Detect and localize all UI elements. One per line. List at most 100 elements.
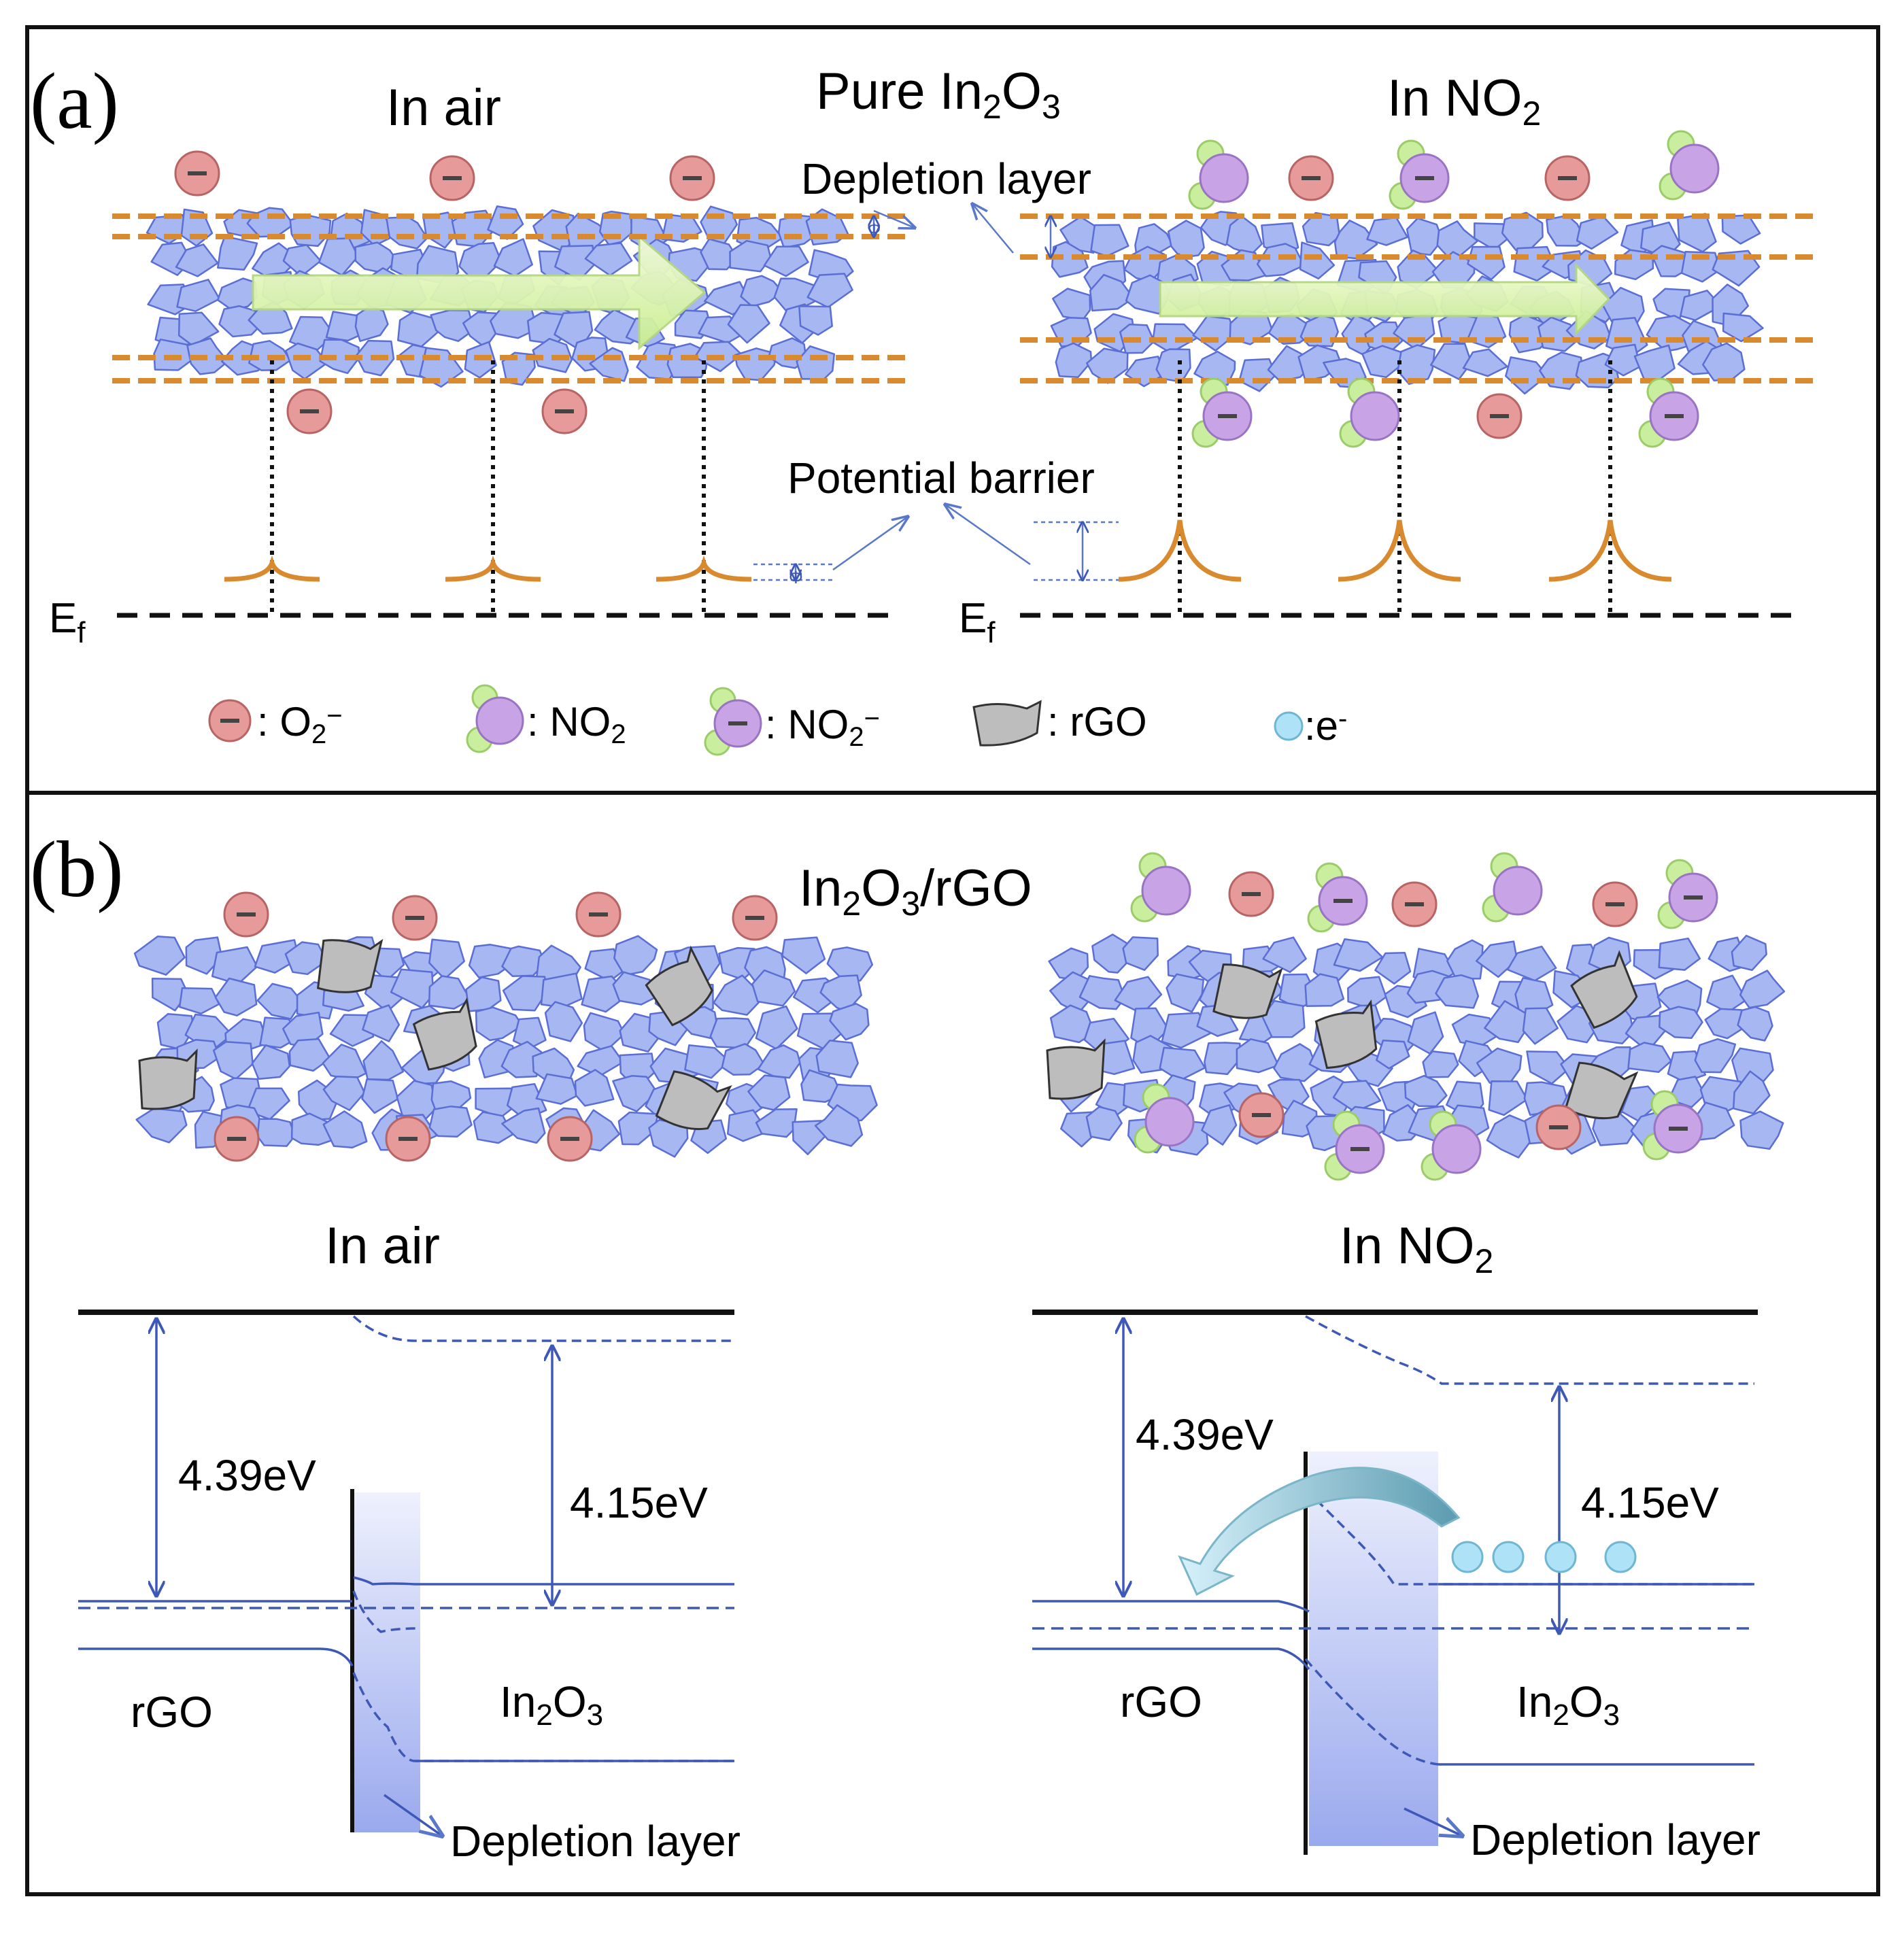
no2-ion-icon [1642,1090,1703,1161]
particle [1366,216,1409,246]
particle [500,1040,543,1078]
rgo-sheet-icon [1314,999,1378,1070]
particle [1122,936,1159,971]
panel-b-label: (b) [30,825,124,914]
rgo-sheet-icon [1046,1038,1106,1100]
wf-rgo-air: 4.39eV [178,1451,316,1500]
phi-symbol-depletion: Φ [868,220,881,239]
particle [1236,1038,1280,1074]
no2-molecule-icon [1659,130,1720,201]
barrier-pointers [753,504,1119,580]
particle [751,969,796,1007]
particle [318,237,359,277]
particle [386,216,428,250]
depletion-layer-label-a: Depletion layer [801,154,1091,203]
particle [430,309,475,342]
particle [612,971,656,1006]
particle [1435,974,1480,1009]
particle [1085,1106,1123,1142]
particle [584,242,633,277]
particle [1667,1076,1706,1108]
legend-rgo-label: : rGO [1047,699,1147,745]
legend-rgo-icon [972,700,1042,747]
particle [1159,1046,1206,1082]
no2-ion-icon [1307,862,1368,933]
particle [1201,1104,1238,1146]
rgo-sheet-icon [1570,950,1638,1029]
particle [829,1002,870,1041]
particle [473,1111,514,1144]
particle [288,1038,331,1072]
particle [1659,1006,1703,1040]
particle [214,977,258,1016]
wf-in2o3-no2: 4.15eV [1581,1478,1719,1527]
oxygen-ion-icon [392,895,438,941]
particle [727,304,770,344]
particle [1522,1007,1559,1045]
no2-ion-icon [1657,859,1718,929]
rgo-sheet-icon [1564,1061,1639,1120]
particle [428,975,471,1010]
wf-in2o3-air: 4.15eV [570,1478,708,1527]
particle [1576,215,1619,250]
particle [684,1044,730,1079]
particle [781,936,826,974]
depletion-label-air: Depletion layer [450,1817,741,1866]
particle [1737,1006,1773,1042]
particle [1376,1039,1410,1070]
particle [322,1076,366,1112]
depletion-region-air [352,1492,420,1832]
particle [362,1004,401,1042]
particle [1506,945,1557,982]
particle [1167,220,1205,259]
particle [1404,1074,1448,1108]
particle [1347,976,1387,1010]
particle [1238,358,1277,392]
particle [1422,1050,1459,1078]
panel-b-title: In2O3/rGO [799,859,1032,923]
particle [186,337,229,375]
oxygen-ion-icon [575,891,622,938]
depletion-pointers [874,204,1051,257]
adsorbed-species-b [214,852,1718,1181]
rgo-sheet-icon [138,1048,198,1110]
no2-molecule-icon [1130,852,1191,923]
particle [1361,345,1404,379]
particle [1446,939,1484,980]
particle [1731,934,1767,972]
panel-a-right-heading: In NO2 [1387,69,1541,133]
trapped-electrons [1451,1541,1637,1573]
particle [1090,224,1129,258]
rgo-sheet-icon [645,945,713,1027]
no2-molecule-icon [1482,852,1543,923]
oxygen-ion-icon [1238,1092,1285,1138]
legend-electron-label: :e- [1304,703,1347,749]
in2o3-label-no2: In2O3 [1516,1677,1620,1732]
particle [501,1107,546,1144]
particle [1333,220,1378,260]
particle [1089,273,1135,312]
particle [1462,348,1508,377]
oxygen-ion-icon [214,1116,260,1162]
particle [726,1109,769,1142]
particle [217,277,258,311]
particle [814,1104,864,1147]
rgo-label-no2: rGO [1120,1677,1202,1726]
particle [1722,312,1764,343]
particle [574,1069,615,1107]
particle [1475,940,1518,978]
no2-ion-icon [1638,377,1699,448]
rgo-sheet-icon [655,1070,732,1131]
no2-ion-icon [1191,377,1253,448]
particle [1658,937,1701,971]
rgo-sheets [138,938,1639,1131]
particle [1430,343,1472,380]
particle [1267,345,1310,383]
particle [1694,1038,1737,1074]
particle [815,1040,859,1078]
legend-no2-label: : NO2 [527,699,626,749]
oxygen-ion-icon [669,155,715,201]
particle [1680,290,1722,322]
particle [1166,973,1204,1013]
